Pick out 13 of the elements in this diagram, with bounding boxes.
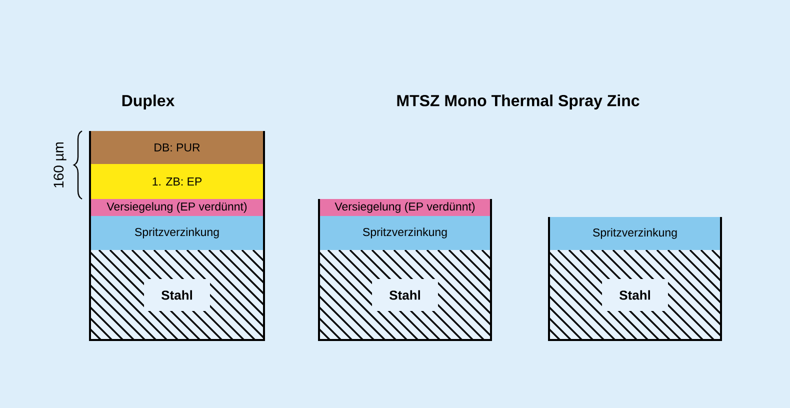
coating-layer: Spritzverzinkung: [549, 217, 721, 250]
steel-block: Stahl: [90, 250, 264, 340]
coating-layer: DB: PUR: [90, 131, 264, 164]
dimension-label: 160 µm: [54, 142, 66, 188]
column-heading: MTSZ Mono Thermal Spray Zinc: [397, 94, 640, 110]
coating-layer: Spritzverzinkung: [319, 216, 491, 250]
column-heading: Duplex: [122, 94, 175, 110]
coating-layer: 1. ZB: EP: [90, 164, 264, 199]
coating-layer: Versiegelung (EP verdünnt): [90, 199, 264, 216]
coating-layer: Spritzverzinkung: [90, 216, 264, 250]
steel-block: Stahl: [549, 250, 721, 340]
coating-layer: Versiegelung (EP verdünnt): [319, 199, 491, 216]
steel-block: Stahl: [319, 250, 491, 340]
